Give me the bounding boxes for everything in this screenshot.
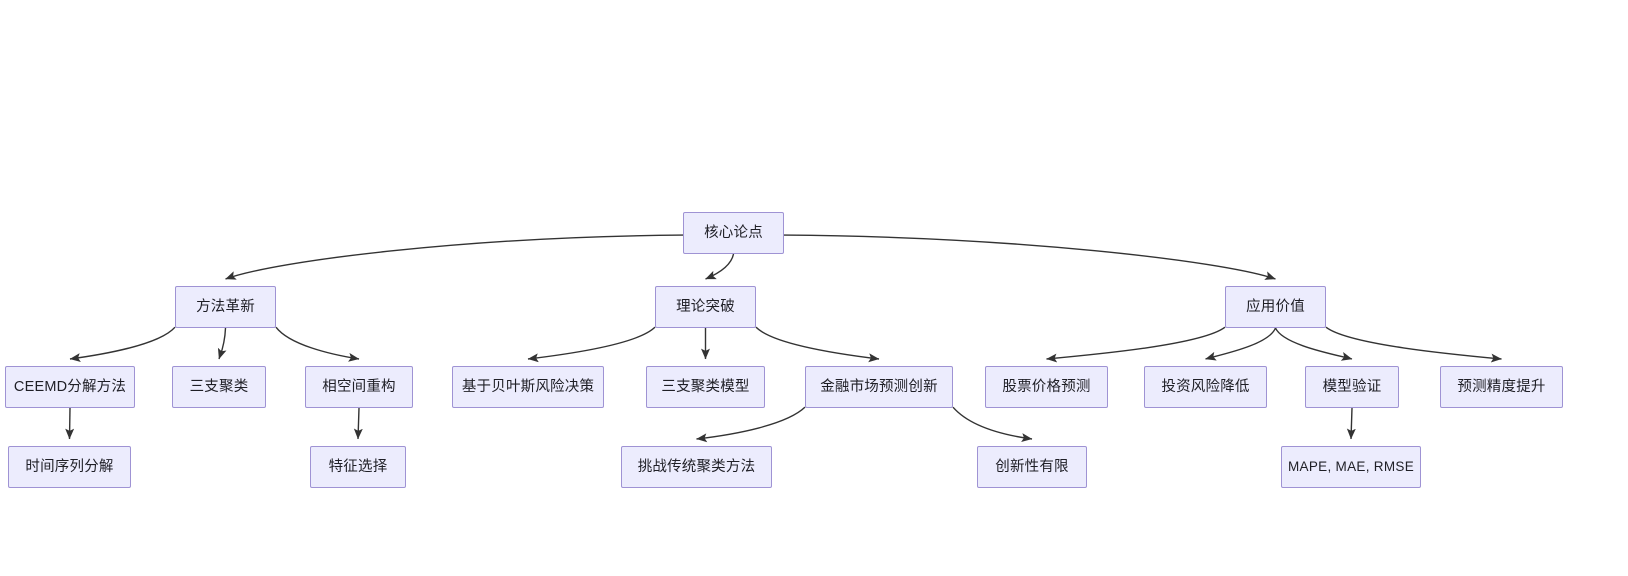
node-l3c1[interactable]: 股票价格预测 bbox=[985, 366, 1108, 408]
node-label: 金融市场预测创新 bbox=[820, 378, 938, 395]
node-root[interactable]: 核心论点 bbox=[683, 212, 784, 254]
node-label: 创新性有限 bbox=[995, 458, 1069, 475]
node-label: 方法革新 bbox=[196, 298, 255, 315]
node-label: 时间序列分解 bbox=[25, 458, 114, 475]
node-label: 三支聚类 bbox=[189, 378, 249, 395]
node-l3c4[interactable]: 预测精度提升 bbox=[1440, 366, 1563, 408]
node-label: CEEMD分解方法 bbox=[13, 378, 127, 395]
node-label: 挑战传统聚类方法 bbox=[637, 458, 756, 475]
node-label: 三支聚类模型 bbox=[661, 378, 750, 395]
node-l4b[interactable]: 特征选择 bbox=[310, 446, 406, 488]
node-l2a[interactable]: 方法革新 bbox=[175, 286, 276, 328]
node-l4c[interactable]: 挑战传统聚类方法 bbox=[621, 446, 772, 488]
node-label: 相空间重构 bbox=[322, 378, 396, 395]
node-l3b3[interactable]: 金融市场预测创新 bbox=[805, 366, 953, 408]
node-l4e[interactable]: MAPE, MAE, RMSE bbox=[1281, 446, 1421, 488]
node-label: 应用价值 bbox=[1246, 298, 1305, 315]
node-label: 模型验证 bbox=[1322, 378, 1382, 395]
node-label: MAPE, MAE, RMSE bbox=[1287, 459, 1415, 475]
node-l3b2[interactable]: 三支聚类模型 bbox=[646, 366, 765, 408]
node-l3a1[interactable]: CEEMD分解方法 bbox=[5, 366, 135, 408]
node-label: 投资风险降低 bbox=[1161, 378, 1250, 395]
node-l2b[interactable]: 理论突破 bbox=[655, 286, 756, 328]
node-label: 基于贝叶斯风险决策 bbox=[461, 378, 595, 395]
node-l3a3[interactable]: 相空间重构 bbox=[305, 366, 413, 408]
node-l3b1[interactable]: 基于贝叶斯风险决策 bbox=[452, 366, 604, 408]
node-label: 核心论点 bbox=[704, 224, 763, 241]
node-l2c[interactable]: 应用价值 bbox=[1225, 286, 1326, 328]
node-label: 理论突破 bbox=[676, 298, 735, 315]
node-label: 特征选择 bbox=[328, 458, 388, 475]
node-l3c3[interactable]: 模型验证 bbox=[1305, 366, 1399, 408]
node-l3c2[interactable]: 投资风险降低 bbox=[1144, 366, 1267, 408]
node-l3a2[interactable]: 三支聚类 bbox=[172, 366, 266, 408]
node-label: 预测精度提升 bbox=[1457, 378, 1546, 395]
node-label: 股票价格预测 bbox=[1002, 378, 1091, 395]
node-l4d[interactable]: 创新性有限 bbox=[977, 446, 1087, 488]
node-l4a[interactable]: 时间序列分解 bbox=[8, 446, 131, 488]
